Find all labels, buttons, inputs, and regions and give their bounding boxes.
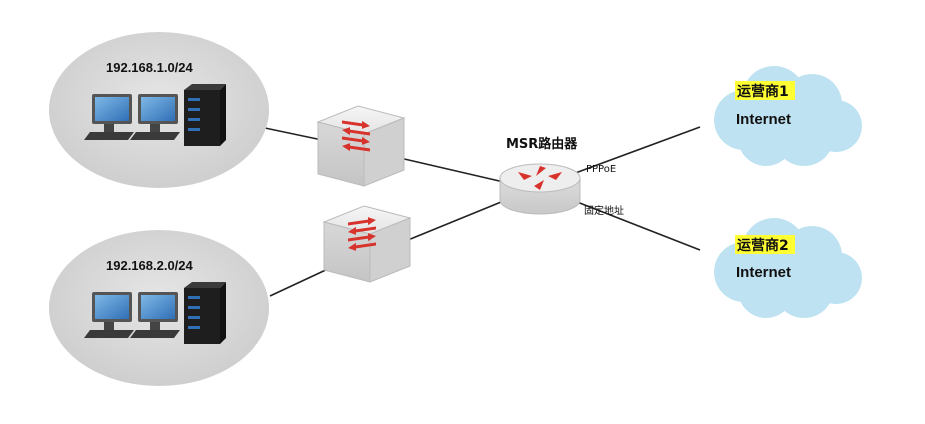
lan-subnet-label: 192.168.1.0/24 [106, 60, 194, 75]
router-icon [499, 163, 581, 215]
isp-name-label: 运营商2 [737, 237, 789, 254]
isp-name-label: 运营商1 [737, 83, 789, 100]
uplink-static-label: 固定地址 [584, 204, 624, 217]
isp-highlight [735, 235, 795, 254]
lan-subnet-label: 192.168.2.0/24 [106, 258, 194, 273]
internet-label: Internet [736, 111, 791, 128]
link-lan2-switch2 [269, 267, 331, 297]
switch-icon-1 [316, 105, 406, 187]
link-lan1-switch1 [264, 127, 323, 141]
router-label: MSR路由器 [506, 136, 578, 152]
lan-area-1: 192.168.1.0/24 [49, 32, 269, 188]
isp-cloud-1: 运营商1 Internet [714, 66, 862, 166]
link-router-isp1 [569, 126, 701, 176]
internet-label: Internet [736, 264, 791, 281]
connection-lines [264, 126, 701, 297]
switch-icon-2 [322, 205, 412, 283]
isp-cloud-2: 运营商2 Internet [714, 218, 862, 318]
link-switch2-router [407, 199, 507, 241]
link-switch1-router [399, 157, 509, 184]
lan-area-2: 192.168.2.0/24 [49, 230, 269, 386]
link-router-isp2 [571, 199, 701, 251]
isp-highlight [735, 81, 795, 100]
uplink-pppoe-label: PPPoE [586, 164, 616, 175]
